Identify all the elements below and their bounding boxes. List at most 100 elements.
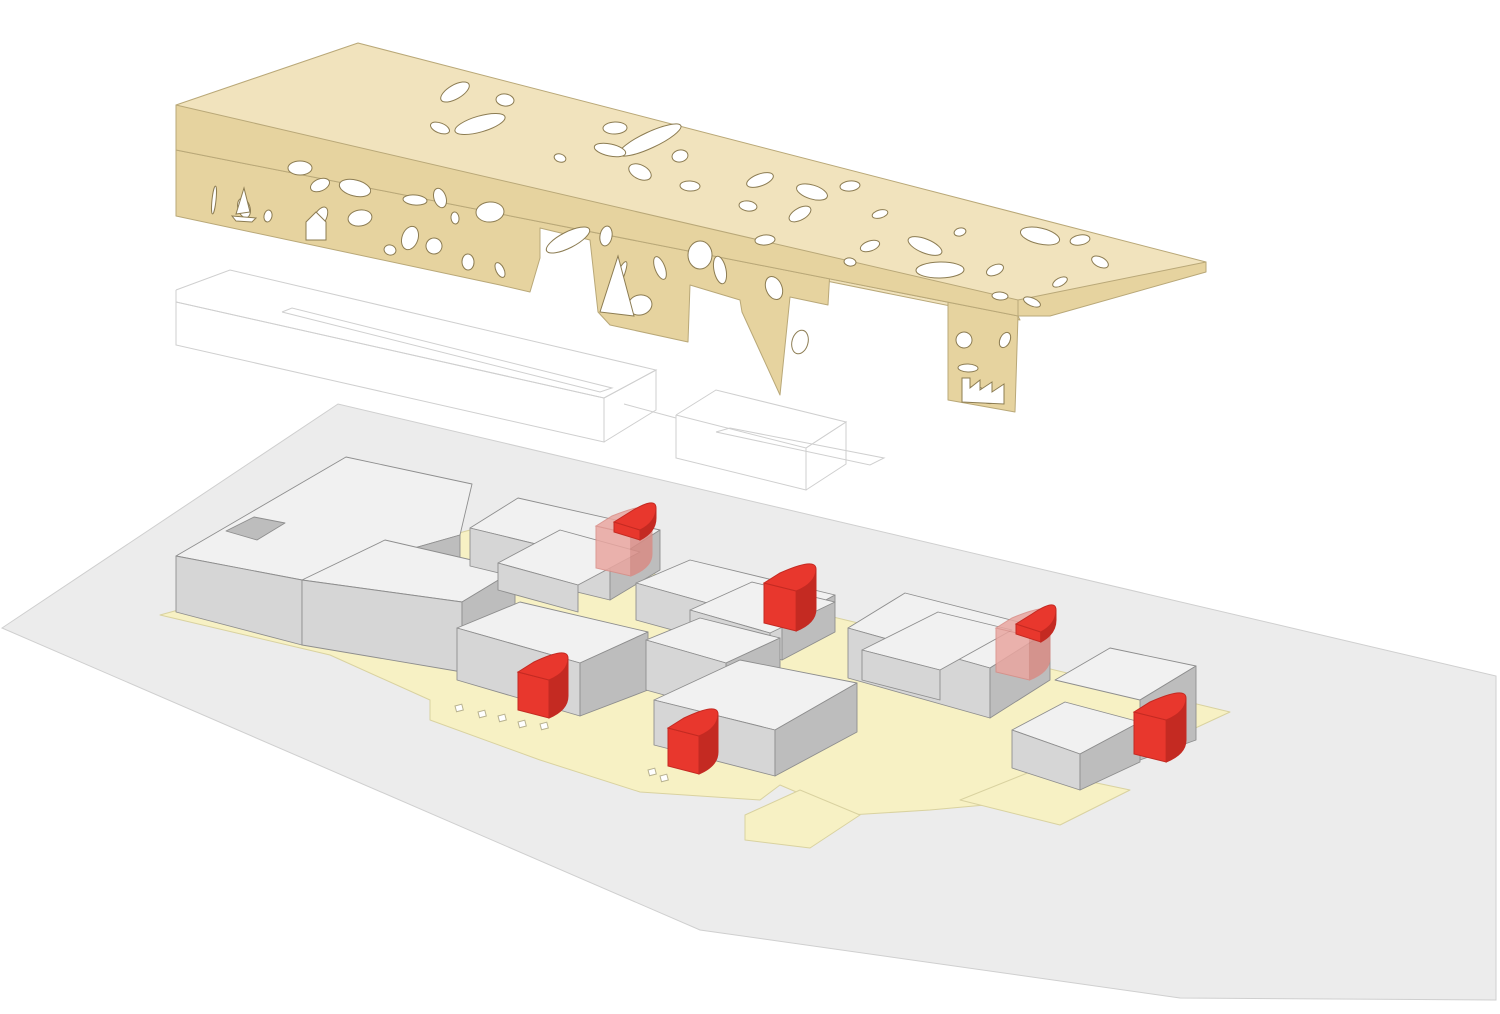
canopy-cutout: [553, 153, 567, 163]
roof-canopy: [175, 42, 1207, 413]
canopy-cutout: [859, 239, 881, 253]
canopy-cutout: [402, 194, 428, 206]
canopy-cutout: [687, 240, 713, 270]
wireframe-long-box: [175, 269, 658, 399]
plinth-notch: [659, 773, 669, 783]
canopy-cutout: [433, 187, 447, 209]
red-pod-east: [1132, 692, 1187, 763]
canopy-cutout: [450, 211, 460, 225]
canopy-cutout: [475, 201, 505, 223]
canopy-cutout: [953, 227, 967, 237]
canopy-cutout: [998, 331, 1012, 349]
wireframe-link-line: [623, 403, 677, 419]
canopy-cutout: [791, 329, 809, 355]
canopy-cutout: [788, 205, 812, 223]
canopy-cutout: [843, 257, 857, 267]
canopy-cutout: [796, 183, 828, 201]
red-cap-east-top: [1014, 604, 1057, 633]
red-pod-west: [516, 652, 569, 719]
canopy-cutout: [454, 112, 506, 136]
volume-center-front-right: [774, 682, 858, 777]
canopy-cutout: [494, 262, 506, 278]
red-pod-center-top: [666, 708, 719, 737]
plinth-notches: [454, 703, 669, 783]
plinth-notch: [477, 709, 487, 719]
canopy-cutout: [1069, 234, 1091, 246]
canopy-cutout: [738, 200, 758, 212]
canopy-cutout: [679, 180, 701, 192]
red-pod-north-center-top: [762, 563, 817, 592]
red-pod-east-front: [1133, 711, 1167, 763]
wireframe-long-box-front: [175, 290, 605, 443]
plinth-notch: [647, 767, 657, 777]
canopy-cutout: [986, 263, 1004, 277]
canopy-end-face: [1017, 261, 1207, 317]
red-pods: [516, 502, 1187, 775]
volume-east-2: [861, 611, 1013, 701]
red-cap-north-top: [612, 502, 657, 531]
canopy-cutout-house: [305, 211, 327, 241]
red-pod-center: [666, 708, 719, 775]
canopy-cutout: [653, 256, 667, 280]
canopy-cutout: [347, 209, 373, 227]
canopy-cutout: [400, 225, 420, 251]
canopy-cutout: [440, 81, 470, 103]
canopy-cutout-sailboat: [230, 186, 258, 223]
volume-east-2-left: [861, 649, 941, 701]
canopy-cutout: [593, 142, 627, 158]
canopy-cutout: [211, 185, 217, 215]
canopy-cutout: [1091, 255, 1109, 269]
canopy-cutout: [764, 275, 784, 301]
volume-hall-courtyard: [225, 516, 286, 541]
canopy-cutout: [425, 237, 443, 255]
canopy-cutout: [746, 172, 774, 188]
wireframe-long-slot: [281, 307, 614, 393]
plinth-notch: [517, 719, 527, 729]
canopy-cutout: [429, 121, 451, 135]
canopy-cutout: [915, 261, 965, 279]
red-cap-north: [612, 502, 657, 541]
canopy-cutout: [310, 177, 330, 193]
canopy-cutout: [957, 363, 979, 373]
canopy-cutout: [461, 253, 475, 271]
canopy-cutout: [1023, 296, 1041, 308]
red-cap-east: [1014, 604, 1057, 643]
wireframe-long-box-side: [603, 369, 657, 443]
canopy-cutout: [839, 180, 861, 192]
red-pod-east-top: [1132, 692, 1187, 721]
red-pod-west-top: [516, 652, 569, 681]
canopy-cutout-factory: [961, 377, 1005, 405]
canopy-cutout: [754, 234, 776, 246]
volume-north-2-left: [497, 562, 579, 613]
canopy-cutout: [383, 244, 397, 256]
canopy-cutout: [955, 331, 973, 349]
red-pod-north-center: [762, 563, 817, 632]
wireframe-small-slot: [715, 427, 886, 466]
plinth-notch: [497, 713, 507, 723]
plinth-entrance-pad: [744, 789, 861, 849]
volume-far-east-front-right: [1079, 721, 1141, 791]
wireframe-small-box-front: [675, 415, 807, 491]
canopy-cutout: [545, 226, 591, 254]
plinth-notch: [454, 703, 464, 713]
canopy-front-face: [175, 104, 1019, 413]
canopy-cutout: [338, 178, 372, 198]
canopy-cutout: [712, 255, 728, 285]
canopy-cutout: [871, 209, 889, 219]
canopy-cutout: [263, 209, 273, 223]
canopy-cutout: [628, 163, 652, 181]
canopy-cutout: [599, 225, 613, 247]
canopy-cutout: [991, 291, 1009, 301]
wireframe-small-box-side: [805, 421, 847, 491]
canopy-cutout-tent: [599, 254, 635, 317]
canopy-cutout: [495, 93, 515, 107]
canopy-cutout: [287, 160, 313, 176]
canopy-cutout: [1019, 226, 1061, 246]
wireframe-small-box: [675, 389, 848, 449]
wireframe-volumes: [175, 269, 886, 491]
plinth-notch: [539, 721, 549, 731]
canopy-cutout: [602, 121, 628, 135]
canopy-cutout: [671, 149, 689, 163]
